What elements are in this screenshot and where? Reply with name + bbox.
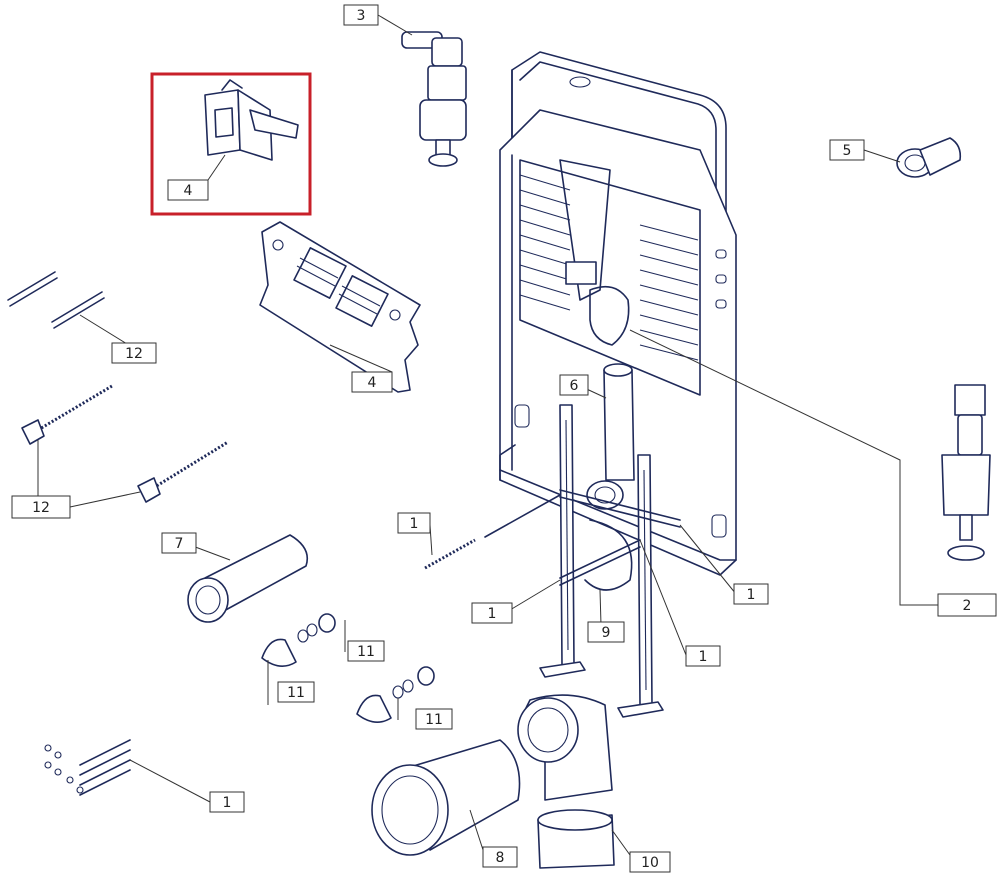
svg-text:9: 9 — [602, 625, 611, 641]
callout-4-plate: 4 — [351, 371, 393, 393]
mounting-plate-part-4 — [259, 221, 421, 393]
screws-set-part-1 — [44, 739, 131, 796]
svg-text:10: 10 — [641, 855, 659, 871]
frame-ribs-left — [519, 174, 571, 311]
callout-10: 10 — [629, 851, 671, 873]
svg-text:7: 7 — [175, 536, 184, 552]
callout-7: 7 — [161, 532, 197, 554]
callout-8: 8 — [482, 846, 518, 868]
callout-12-bottom: 12 — [11, 495, 71, 519]
leader-lines — [37, 14, 938, 863]
callout-1-rod-right: 1 — [733, 583, 769, 605]
svg-text:11: 11 — [357, 644, 375, 660]
bolt-part-1 — [424, 494, 561, 570]
connector-pipe-part-7 — [187, 534, 309, 623]
svg-text:6: 6 — [570, 378, 579, 394]
svg-text:12: 12 — [125, 346, 143, 362]
cones-part-11 — [261, 613, 435, 723]
callout-11-left: 11 — [277, 681, 315, 703]
svg-text:8: 8 — [496, 850, 505, 866]
callout-11-top: 11 — [347, 640, 385, 662]
frame-ribs-right — [639, 224, 699, 361]
elbow-part-10 — [517, 694, 615, 869]
bracket-part-4-highlighted — [150, 72, 312, 216]
callout-6: 6 — [559, 374, 589, 396]
svg-text:3: 3 — [357, 8, 366, 24]
callout-4-highlighted: 4 — [167, 179, 209, 201]
rods-part-12 — [7, 271, 229, 503]
callout-11-right: 11 — [415, 708, 453, 730]
svg-text:1: 1 — [223, 795, 232, 811]
svg-text:4: 4 — [184, 183, 193, 199]
svg-text:1: 1 — [410, 516, 419, 532]
svg-text:2: 2 — [963, 598, 972, 614]
callout-9: 9 — [587, 621, 625, 643]
callout-5: 5 — [829, 139, 865, 161]
cap-part-5 — [896, 137, 962, 178]
callout-1-screws: 1 — [209, 791, 245, 813]
callout-12-top: 12 — [111, 342, 157, 364]
pan-connector-part-8 — [371, 739, 521, 856]
svg-text:12: 12 — [32, 500, 50, 516]
callout-1-bolt: 1 — [397, 512, 431, 534]
svg-text:4: 4 — [368, 375, 377, 391]
callout-2: 2 — [937, 593, 997, 617]
svg-text:11: 11 — [287, 685, 305, 701]
callout-3: 3 — [343, 4, 379, 26]
svg-text:1: 1 — [699, 649, 708, 665]
fill-valve-part-3 — [401, 31, 467, 167]
callout-1-leg: 1 — [685, 645, 721, 667]
callout-1-rod-left: 1 — [471, 602, 513, 624]
installation-frame — [499, 51, 737, 718]
svg-text:5: 5 — [843, 143, 852, 159]
flush-valve-part-2 — [941, 384, 991, 561]
svg-text:1: 1 — [488, 606, 497, 622]
svg-text:11: 11 — [425, 712, 443, 728]
svg-text:1: 1 — [747, 587, 756, 603]
